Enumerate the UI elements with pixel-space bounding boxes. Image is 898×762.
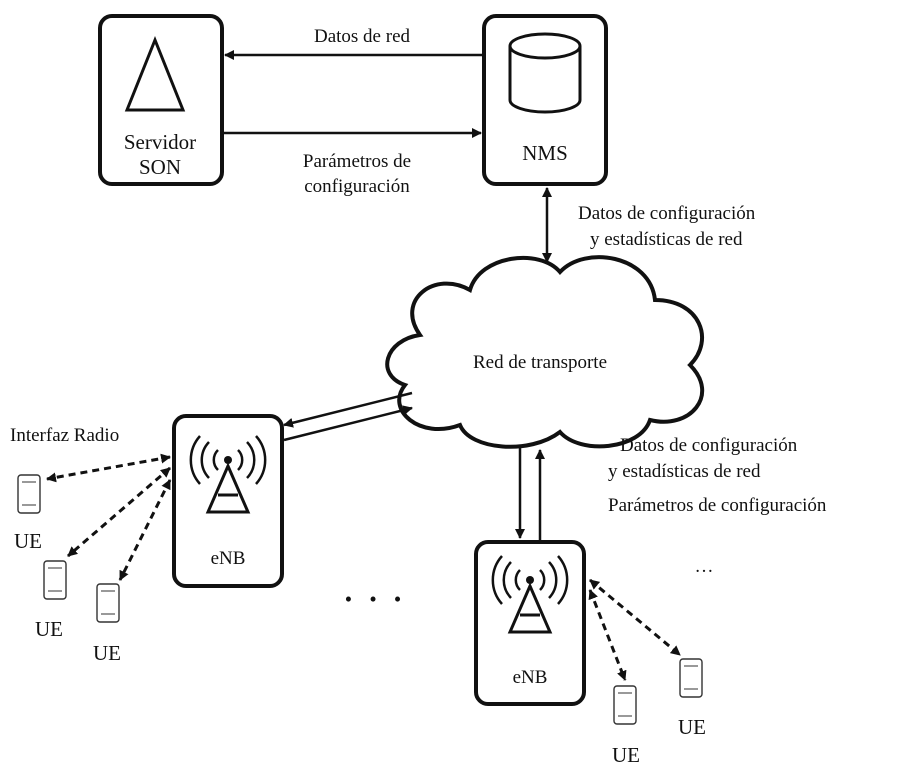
son-server-node: Servidor SON xyxy=(98,14,224,186)
nms-label: NMS xyxy=(522,141,568,165)
antenna-tower-icon xyxy=(491,555,569,634)
transport-network-node: Red de transporte xyxy=(385,255,705,449)
ue-device-2: UE xyxy=(35,560,67,641)
enb-left-label: eNB xyxy=(211,548,246,569)
enb-right-node: eNB xyxy=(474,540,586,706)
enb-transport-label-line2: y estadísticas de red xyxy=(608,461,761,482)
cloud-icon xyxy=(385,255,705,449)
smartphone-icon xyxy=(17,474,41,514)
ue-label-4: UE xyxy=(612,743,640,762)
ue-label-2: UE xyxy=(35,617,63,641)
radio-link-ue5 xyxy=(589,578,681,657)
transport-label: Red de transporte xyxy=(473,352,607,373)
ue-label-1: UE xyxy=(14,529,42,553)
nms-to-son-label: Datos de red xyxy=(314,26,411,47)
ue-device-5: UE xyxy=(678,658,706,739)
radio-link-ue2 xyxy=(67,466,171,558)
transport-to-enb-left-arrow xyxy=(283,391,413,428)
ue-label-3: UE xyxy=(93,641,121,665)
son-server-label-line2: SON xyxy=(139,155,181,179)
son-to-nms-label-line1: Parámetros de xyxy=(303,151,411,172)
database-icon xyxy=(508,32,582,114)
radio-link-ue3 xyxy=(118,479,172,581)
antenna-tower-icon xyxy=(189,435,267,514)
smartphone-icon xyxy=(96,583,120,623)
ue-device-1: UE xyxy=(14,474,42,553)
smartphone-icon xyxy=(679,658,703,698)
ue-device-4: UE xyxy=(612,685,640,762)
nms-node: NMS xyxy=(482,14,608,186)
nms-transport-label-line1: Datos de configuración xyxy=(578,203,756,224)
enb-left-to-transport-arrow xyxy=(283,405,413,442)
ue-label-5: UE xyxy=(678,715,706,739)
enb-transport-label-line1: Datos de configuración xyxy=(620,435,798,456)
smartphone-icon xyxy=(43,560,67,600)
more-ue-ellipsis: … xyxy=(695,556,714,577)
more-enb-ellipsis: • • • xyxy=(345,587,408,611)
nms-transport-label-line2: y estadísticas de red xyxy=(590,229,743,250)
ue-device-3: UE xyxy=(93,583,121,665)
enb-left-node: eNB xyxy=(172,414,284,588)
son-to-nms-label-line2: configuración xyxy=(304,176,410,197)
enb-transport-label-line3: Parámetros de configuración xyxy=(608,495,827,516)
triangle-icon xyxy=(124,35,186,112)
son-server-label-line1: Servidor xyxy=(124,130,196,154)
radio-link-ue1 xyxy=(46,453,171,483)
radio-interface-label: Interfaz Radio xyxy=(10,425,119,446)
smartphone-icon xyxy=(613,685,637,725)
enb-right-label: eNB xyxy=(513,667,548,688)
